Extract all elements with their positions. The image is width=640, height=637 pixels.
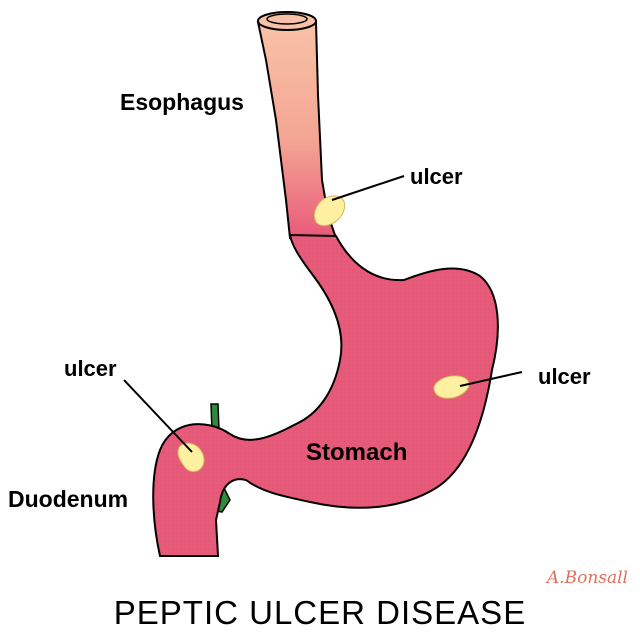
artist-signature: A.Bonsall [545,568,628,588]
label-ulcer-duodenum: ulcer [64,356,117,381]
leader-ulcer-esophagus [332,176,404,200]
leader-ulcer-duodenum [124,380,192,452]
label-ulcer-stomach: ulcer [538,364,591,389]
label-ulcer-esophagus: ulcer [410,164,463,189]
label-stomach: Stomach [306,439,407,466]
diagram-title: PEPTIC ULCER DISEASE [114,594,526,631]
label-duodenum: Duodenum [8,486,128,512]
label-esophagus: Esophagus [120,89,244,115]
